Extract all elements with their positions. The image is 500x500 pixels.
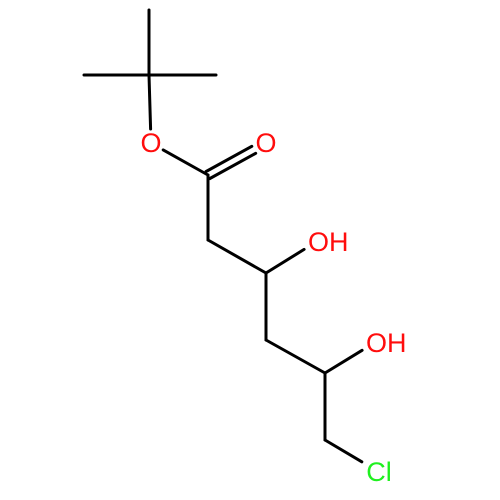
atom-label-layer: O O OH OH Cl [140, 128, 406, 487]
bond-c_ch2cl-cl [323, 438, 364, 464]
bond-c_carbonyl-o_carbonyl-line-1 [208, 151, 258, 180]
bond-c_ch2_a-c_choh_3 [206, 238, 268, 275]
bond-c_quat-o_ester [147, 73, 153, 131]
bond-o_ester-c_carbonyl [161, 148, 210, 177]
bond-c_carbonyl-o_carbonyl-line-2 [204, 144, 254, 173]
bond-layer [82, 8, 364, 464]
atom-label-hydroxyl-5: OH [366, 328, 407, 358]
bond-c_ch2_b-c_choh_5 [264, 338, 327, 375]
atom-label-o-carbonyl: O [255, 128, 276, 158]
bond-c_choh_5-o_hydroxyl_5 [323, 348, 364, 375]
atom-label-o-ester: O [140, 128, 161, 158]
atom-label-chlorine: Cl [366, 457, 392, 487]
bond-c_choh_3-o_hydroxyl_3 [264, 247, 306, 275]
atom-label-hydroxyl-3: OH [308, 227, 349, 257]
